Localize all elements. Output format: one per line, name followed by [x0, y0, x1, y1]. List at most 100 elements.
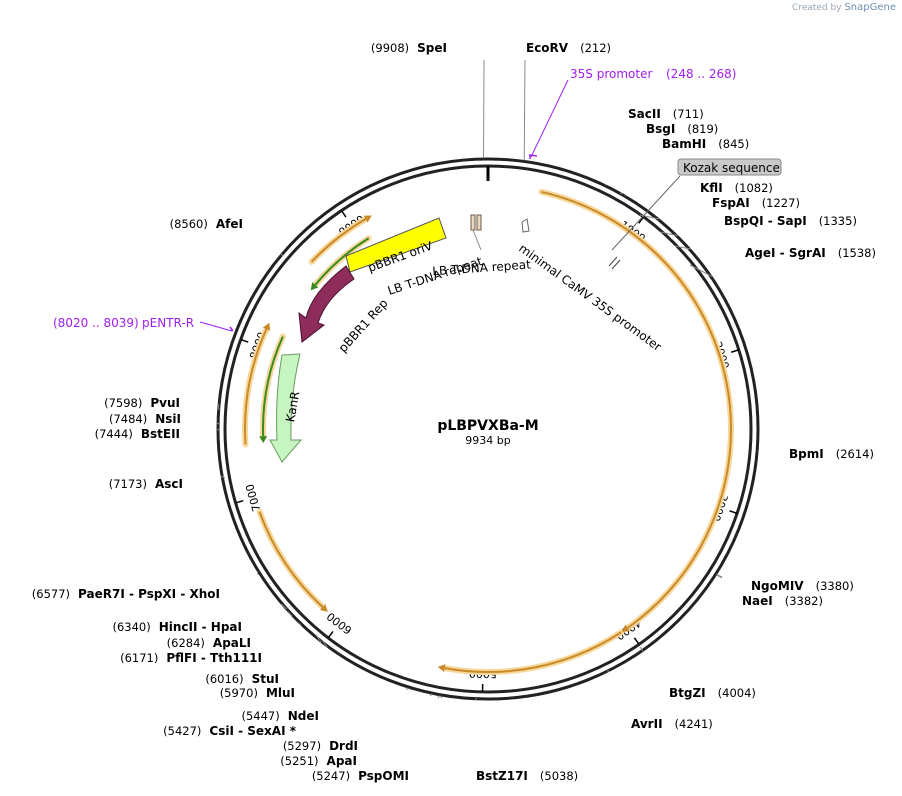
- orf-arc-right[interactable]: [541, 190, 732, 629]
- primer-35s-name: 35S promoter: [570, 67, 652, 81]
- restriction-site[interactable]: PspOMI(5247): [312, 769, 409, 783]
- site-position: (9908): [371, 41, 409, 55]
- site-leader-line: [217, 403, 220, 411]
- orf-arc-right-halo: [538, 188, 734, 631]
- orf-arc-left[interactable]: [244, 328, 268, 445]
- restriction-site[interactable]: AfeI(8560): [170, 217, 243, 231]
- restriction-site[interactable]: NsiI(7484): [109, 412, 181, 426]
- kanr-feature[interactable]: KanR: [269, 353, 302, 463]
- site-name: PvuI: [150, 396, 180, 410]
- restriction-site[interactable]: NdeI(5447): [242, 709, 320, 723]
- site-name: NgoMIV: [751, 579, 804, 593]
- orf-arc-bottom[interactable]: [444, 631, 622, 673]
- arc-arrowhead: [310, 282, 319, 291]
- site-position: (212): [580, 41, 611, 55]
- primer-pentr-r[interactable]: (8020 .. 8039) pENTR-R: [53, 316, 234, 332]
- restriction-site[interactable]: AscI (7173): [109, 477, 183, 491]
- site-position: (1227): [762, 196, 800, 210]
- site-leader-line: [256, 571, 259, 576]
- site-leaders: [216, 59, 759, 700]
- restriction-site[interactable]: KflI(1082): [700, 181, 773, 195]
- restriction-site[interactable]: BpmI (2614): [789, 447, 874, 461]
- site-leader-line: [689, 264, 713, 277]
- site-name: BpmI: [789, 447, 824, 461]
- site-name: CsiI - SexAI *: [209, 724, 296, 738]
- green-arc-left[interactable]: [262, 336, 284, 437]
- restriction-site[interactable]: CsiI - SexAI * (5427): [163, 724, 297, 738]
- site-name: BspQI - SapI: [724, 214, 807, 228]
- restriction-site[interactable]: BsgI(819): [646, 122, 718, 136]
- restriction-site[interactable]: StuI(6016): [205, 672, 279, 686]
- restriction-site[interactable]: AvrII(4241): [631, 717, 713, 731]
- restriction-site[interactable]: PflFI - Tth111I(6171): [120, 651, 262, 665]
- site-leader-line: [716, 574, 723, 579]
- restriction-site[interactable]: BspQI - SapI (1335): [724, 214, 857, 228]
- site-position: (2614): [836, 447, 874, 461]
- site-leader-line: [523, 59, 526, 161]
- pbbr1-rep-feature[interactable]: pBBR1 Rep: [298, 265, 391, 355]
- restriction-site[interactable]: ApaLI(6284): [167, 636, 251, 650]
- restriction-site[interactable]: NaeI(3382): [742, 594, 823, 608]
- site-position: (7173): [109, 477, 147, 491]
- pbbr1-rep-label: pBBR1 Rep: [336, 296, 391, 355]
- site-position: (8560): [170, 217, 208, 231]
- restriction-site[interactable]: PvuI (7598): [104, 396, 180, 410]
- site-leader-line: [437, 695, 440, 699]
- site-position: (6284): [167, 636, 205, 650]
- tick-mark: [638, 216, 645, 224]
- site-position: (1335): [819, 214, 857, 228]
- restriction-site[interactable]: SacII(711): [628, 107, 704, 121]
- restriction-site[interactable]: BtgZI(4004): [669, 686, 756, 700]
- tick-mark: [730, 349, 740, 353]
- site-leader-line: [619, 192, 623, 195]
- restriction-site[interactable]: AgeI - SgrAI(1538): [745, 246, 876, 260]
- restriction-site[interactable]: DrdI(5297): [283, 739, 358, 753]
- site-leader-line: [280, 603, 288, 610]
- orf-arc-upper-left[interactable]: [310, 218, 367, 263]
- site-position: (4004): [718, 686, 756, 700]
- orf-arc-bottom-halo: [441, 629, 625, 675]
- arc-arrowhead: [319, 604, 328, 612]
- restriction-site[interactable]: BstEII(7444): [95, 427, 180, 441]
- site-labels: SpeI(9908)EcoRV(212)SacII(711)BsgI(819)B…: [32, 41, 876, 783]
- orf-arc-lower-left[interactable]: [258, 511, 324, 608]
- restriction-site[interactable]: PaeR7I - PspXI - XhoI(6577): [32, 587, 220, 601]
- site-position: (5427): [163, 724, 201, 738]
- site-position: (6016): [205, 672, 243, 686]
- restriction-site[interactable]: ApaI (5251): [280, 754, 357, 768]
- restriction-site[interactable]: MluI(5970): [220, 686, 295, 700]
- site-name: PspOMI: [358, 769, 409, 783]
- site-name: PaeR7I - PspXI - XhoI: [78, 587, 220, 601]
- site-position: (5251): [280, 754, 318, 768]
- primer-35s-range: (248 .. 268): [666, 67, 736, 81]
- restriction-site[interactable]: BamHI(845): [662, 137, 749, 151]
- tick-mark: [240, 338, 249, 343]
- tick-mark: [340, 210, 347, 218]
- lb-repeat-label-2: LB T-DNA repeat: [432, 257, 532, 278]
- kozak-sequence[interactable]: Kozak sequence: [611, 158, 782, 251]
- snapgene-watermark: Created by SnapGene: [792, 2, 896, 13]
- restriction-site[interactable]: NgoMIV(3380): [751, 579, 854, 593]
- green-arc-upper-left[interactable]: [314, 237, 370, 286]
- primer-35s-promoter[interactable]: 35S promoter (248 .. 268): [529, 67, 736, 159]
- restriction-site[interactable]: SpeI (9908): [371, 41, 447, 55]
- site-name: ApaI: [327, 754, 357, 768]
- tick-label: 7000: [243, 482, 263, 513]
- site-position: (7598): [104, 396, 142, 410]
- restriction-site[interactable]: BstZ17I(5038): [476, 769, 578, 783]
- restriction-site[interactable]: EcoRV(212): [526, 41, 611, 55]
- site-leader-line: [624, 194, 627, 197]
- site-leader-line: [296, 621, 302, 626]
- site-leader-line: [659, 231, 678, 237]
- site-leader-line: [216, 422, 220, 425]
- site-name: AscI: [155, 477, 183, 491]
- site-name: BamHI: [662, 137, 706, 151]
- lb-tdna-repeat-2[interactable]: LB T-DNA repeat: [432, 214, 532, 278]
- restriction-site[interactable]: FspAI(1227): [712, 196, 800, 210]
- restriction-site[interactable]: HincII - HpaI(6340): [112, 620, 242, 634]
- site-leader-line: [216, 428, 220, 431]
- site-position: (1082): [735, 181, 773, 195]
- site-name: SpeI: [417, 41, 447, 55]
